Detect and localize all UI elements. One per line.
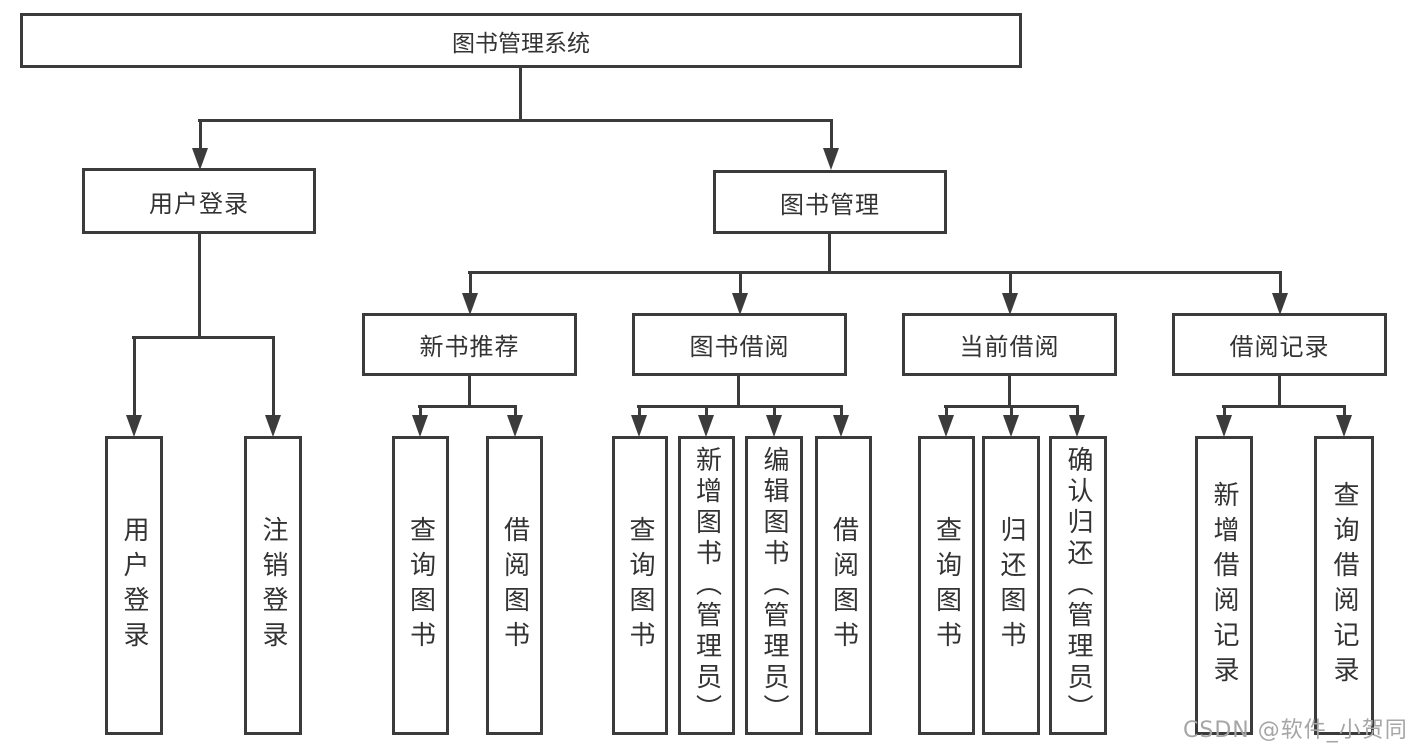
leaf-borrow-books-recommend: 借阅图书 — [486, 436, 543, 735]
node-label: 新增借阅记录 — [1209, 480, 1239, 691]
arrow-shaft — [1008, 271, 1012, 295]
arrow-shaft — [1278, 271, 1282, 295]
connector-line-horizontal — [1222, 405, 1346, 408]
leaf-query-books-current: 查询图书 — [918, 436, 975, 735]
arrow-shaft — [704, 405, 708, 417]
arrow-shaft — [513, 405, 517, 417]
arrow-shaft — [944, 405, 948, 417]
arrowhead-down-icon — [412, 415, 428, 437]
arrow-shaft — [1075, 405, 1079, 417]
node-new-book-recommend: 新书推荐 — [362, 313, 577, 376]
connector-line-horizontal — [198, 119, 833, 122]
node-label: 当前借阅 — [959, 333, 1060, 361]
node-label: 新书推荐 — [419, 333, 520, 361]
node-label: 图书借阅 — [689, 333, 790, 361]
node-label: 确认归还（管理员） — [1063, 446, 1093, 725]
node-label: 查询图书 — [625, 515, 655, 656]
leaf-add-books-admin: 新增图书（管理员） — [678, 436, 735, 735]
node-label: 新增图书（管理员） — [691, 446, 722, 725]
connector-line-vertical — [468, 374, 471, 407]
node-book-borrowing: 图书借阅 — [632, 313, 847, 376]
arrowhead-down-icon — [1069, 415, 1085, 437]
node-label: 用户登录 — [119, 515, 149, 656]
arrowhead-down-icon — [823, 148, 839, 170]
connector-line-horizontal — [132, 336, 275, 339]
arrow-shaft — [132, 336, 136, 417]
node-label: 借阅图书 — [828, 515, 859, 656]
arrowhead-down-icon — [1336, 415, 1352, 437]
node-label: 查询图书 — [931, 515, 962, 656]
arrowhead-down-icon — [1272, 293, 1288, 315]
leaf-logout: 注销登录 — [244, 436, 302, 735]
connector-line-vertical — [828, 233, 831, 273]
node-borrow-records: 借阅记录 — [1172, 313, 1387, 376]
arrowhead-down-icon — [192, 148, 208, 170]
connector-line-vertical — [519, 66, 522, 121]
node-label: 编辑图书（管理员） — [759, 446, 789, 725]
arrowhead-down-icon — [126, 415, 142, 437]
connector-line-vertical — [1008, 374, 1011, 407]
arrowhead-down-icon — [732, 293, 748, 315]
arrow-shaft — [829, 119, 833, 150]
arrow-shaft — [468, 271, 472, 295]
node-current-borrowing: 当前借阅 — [902, 313, 1117, 376]
arrowhead-down-icon — [766, 415, 782, 437]
arrow-shaft — [271, 336, 275, 417]
connector-line-horizontal — [418, 405, 517, 408]
connector-line-vertical — [737, 374, 740, 407]
arrow-shaft — [418, 405, 422, 417]
node-label: 借阅记录 — [1229, 333, 1330, 361]
leaf-query-books-recommend: 查询图书 — [392, 436, 449, 735]
leaf-return-books: 归还图书 — [982, 436, 1040, 735]
node-book-management: 图书管理 — [713, 170, 947, 234]
arrowhead-down-icon — [462, 293, 478, 315]
arrow-shaft — [1342, 405, 1346, 417]
node-label: 归还图书 — [996, 515, 1026, 656]
node-label: 图书管理系统 — [452, 30, 590, 57]
arrow-shaft — [839, 405, 843, 417]
arrowhead-down-icon — [938, 415, 954, 437]
leaf-confirm-return-admin: 确认归还（管理员） — [1049, 436, 1107, 735]
arrowhead-down-icon — [833, 415, 849, 437]
node-label: 注销登录 — [258, 515, 288, 656]
arrow-shaft — [637, 405, 641, 417]
node-label: 图书管理 — [780, 190, 880, 219]
arrow-shaft — [738, 271, 742, 295]
leaf-user-login: 用户登录 — [105, 436, 163, 735]
node-user-login: 用户登录 — [82, 168, 316, 234]
connector-line-horizontal — [468, 271, 1282, 274]
node-label: 查询图书 — [405, 515, 436, 656]
leaf-query-books-borrowing: 查询图书 — [612, 436, 668, 735]
csdn-watermark: CSDN @软件_小贺同学 — [1183, 718, 1405, 743]
arrow-shaft — [1009, 405, 1013, 417]
arrow-shaft — [772, 405, 776, 417]
connector-line-vertical — [1278, 374, 1281, 407]
node-label: 查询借阅记录 — [1329, 480, 1359, 691]
node-label: 用户登录 — [149, 189, 249, 218]
leaf-edit-books-admin: 编辑图书（管理员） — [745, 436, 803, 735]
arrowhead-down-icon — [631, 415, 647, 437]
leaf-query-borrow-record: 查询借阅记录 — [1314, 436, 1374, 735]
arrow-shaft — [198, 119, 202, 150]
arrowhead-down-icon — [265, 415, 281, 437]
arrowhead-down-icon — [1216, 415, 1232, 437]
arrowhead-down-icon — [1002, 293, 1018, 315]
arrow-shaft — [1222, 405, 1226, 417]
node-label: 借阅图书 — [499, 515, 530, 656]
arrowhead-down-icon — [1003, 415, 1019, 437]
connector-line-horizontal — [637, 405, 843, 408]
arrowhead-down-icon — [507, 415, 523, 437]
connector-line-vertical — [198, 232, 201, 338]
leaf-borrow-books: 借阅图书 — [815, 436, 872, 735]
node-library-management-system: 图书管理系统 — [20, 13, 1022, 68]
leaf-add-borrow-record: 新增借阅记录 — [1195, 436, 1253, 735]
arrowhead-down-icon — [698, 415, 714, 437]
